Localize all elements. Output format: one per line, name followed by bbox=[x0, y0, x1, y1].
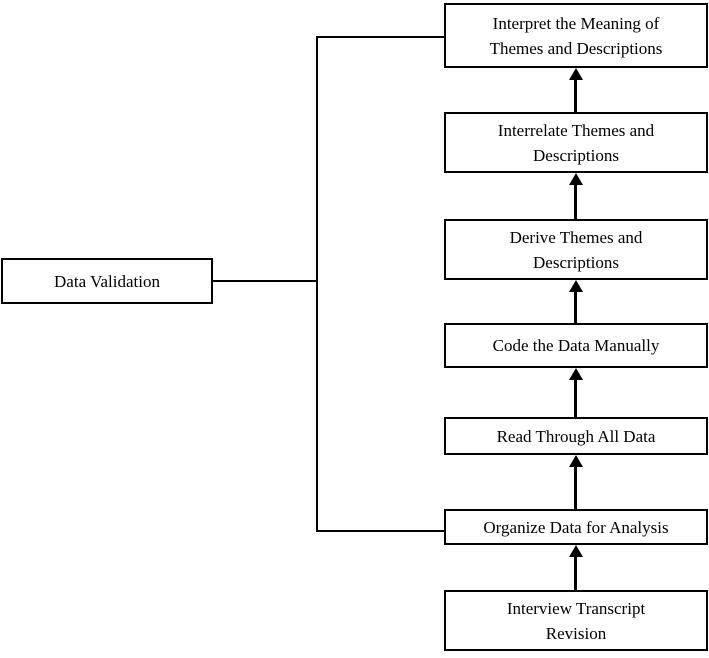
flow-box-label-line: Descriptions bbox=[533, 145, 619, 165]
flow-box-code-data: Code the Data Manually bbox=[444, 323, 708, 368]
flow-box-label-line: Interrelate Themes and bbox=[497, 120, 655, 140]
flow-box-label-line: Read Through All Data bbox=[496, 426, 656, 446]
arrow-up-icon bbox=[569, 68, 583, 80]
arrow-up-icon bbox=[569, 368, 583, 380]
arrow-shaft bbox=[574, 555, 577, 590]
flow-box-data-validation: Data Validation bbox=[1, 258, 213, 304]
arrow-up-icon bbox=[569, 280, 583, 292]
arrow-shaft bbox=[574, 465, 577, 509]
flow-box-derive-themes: Derive Themes and Descriptions bbox=[444, 219, 708, 280]
connector-horizontal-to-organize-box bbox=[316, 530, 444, 532]
arrow-shaft bbox=[574, 290, 577, 323]
flow-box-interview-transcript: Interview Transcript Revision bbox=[444, 590, 708, 651]
flow-box-label-line: Interview Transcript bbox=[506, 598, 646, 618]
flow-box-label-line: Derive Themes and bbox=[509, 227, 643, 247]
flow-box-label-line: Descriptions bbox=[533, 252, 619, 272]
arrow-up-icon bbox=[569, 455, 583, 467]
flow-box-interpret-meaning: Interpret the Meaning of Themes and Desc… bbox=[444, 3, 708, 68]
flow-box-read-data: Read Through All Data bbox=[444, 417, 708, 455]
arrow-up-icon bbox=[569, 545, 583, 557]
connector-vertical-bracket bbox=[316, 36, 318, 532]
arrow-up-icon bbox=[569, 173, 583, 185]
flow-box-organize-data: Organize Data for Analysis bbox=[444, 509, 708, 545]
flow-box-label-line: Code the Data Manually bbox=[492, 336, 660, 355]
arrow-shaft bbox=[574, 378, 577, 417]
flow-box-label: Data Validation bbox=[54, 271, 160, 291]
flow-box-label-line: Revision bbox=[545, 623, 607, 643]
arrow-shaft bbox=[574, 183, 577, 219]
connector-horizontal-from-data-validation bbox=[213, 280, 317, 282]
flow-box-interrelate-themes: Interrelate Themes and Descriptions bbox=[444, 112, 708, 173]
flow-box-label-line: Interpret the Meaning of bbox=[492, 13, 660, 33]
arrow-shaft bbox=[574, 78, 577, 112]
flow-box-label-line: Themes and Descriptions bbox=[489, 38, 663, 58]
flow-box-label-line: Organize Data for Analysis bbox=[483, 517, 669, 537]
connector-horizontal-to-interpret-box bbox=[316, 36, 444, 38]
